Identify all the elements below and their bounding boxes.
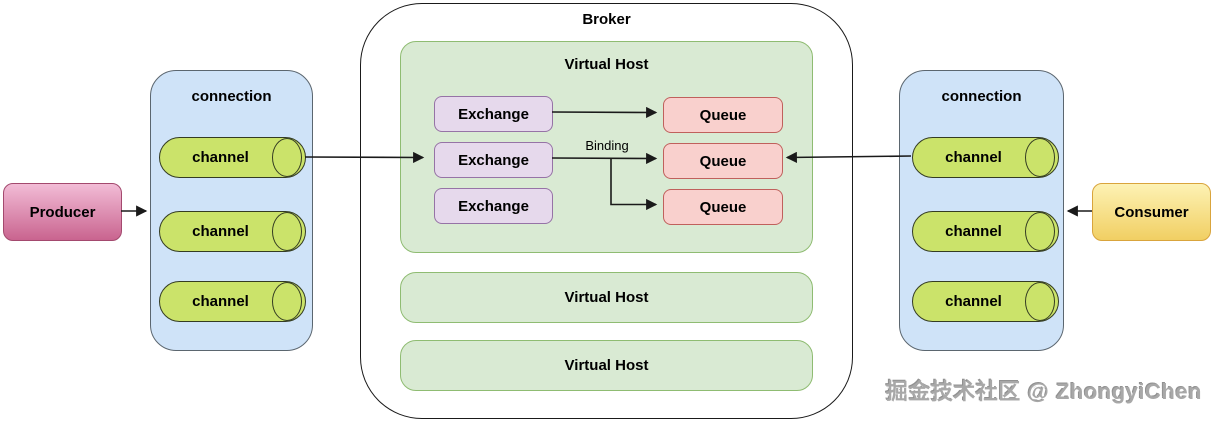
channel-label: channel bbox=[945, 223, 1002, 240]
exchange-label: Exchange bbox=[458, 105, 529, 123]
connection-right: connection channel channel channel bbox=[899, 70, 1064, 351]
virtual-host-label: Virtual Host bbox=[564, 56, 649, 73]
exchange-label: Exchange bbox=[458, 197, 529, 215]
virtual-host-1: Virtual Host Exchange Exchange Exchange … bbox=[400, 41, 813, 253]
exchange-node: Exchange bbox=[434, 142, 553, 178]
channel-cylinder: channel bbox=[159, 137, 306, 178]
broker-container: Broker Virtual Host Exchange Exchange Ex… bbox=[360, 3, 853, 419]
binding-label: Binding bbox=[585, 138, 629, 153]
broker-label: Broker bbox=[582, 11, 631, 28]
channel-cylinder: channel bbox=[912, 137, 1059, 178]
channel-cylinder: channel bbox=[159, 281, 306, 322]
cylinder-cap bbox=[1025, 212, 1055, 251]
cylinder-cap bbox=[1025, 138, 1055, 177]
channel-cylinder: channel bbox=[912, 281, 1059, 322]
exchange-label: Exchange bbox=[458, 151, 529, 169]
watermark-text: 掘金技术社区 @ ZhongyiChen bbox=[885, 379, 1202, 404]
producer-label: Producer bbox=[29, 203, 96, 221]
connection-left: connection channel channel channel bbox=[150, 70, 313, 351]
cylinder-cap bbox=[272, 138, 302, 177]
consumer-label: Consumer bbox=[1114, 203, 1189, 221]
channel-cylinder: channel bbox=[159, 211, 306, 252]
channel-label: channel bbox=[192, 223, 249, 240]
virtual-host-2: Virtual Host bbox=[400, 272, 813, 323]
virtual-host-label: Virtual Host bbox=[564, 289, 649, 306]
cylinder-cap bbox=[1025, 282, 1055, 321]
queue-label: Queue bbox=[699, 198, 747, 216]
channel-label: channel bbox=[945, 149, 1002, 166]
producer-node: Producer bbox=[3, 183, 122, 241]
channel-label: channel bbox=[945, 293, 1002, 310]
virtual-host-3: Virtual Host bbox=[400, 340, 813, 391]
cylinder-cap bbox=[272, 212, 302, 251]
connection-left-label: connection bbox=[191, 88, 272, 105]
virtual-host-label: Virtual Host bbox=[564, 357, 649, 374]
queue-node: Queue bbox=[663, 143, 783, 179]
connection-right-label: connection bbox=[941, 88, 1022, 105]
exchange-node: Exchange bbox=[434, 96, 553, 132]
queue-node: Queue bbox=[663, 189, 783, 225]
exchange-node: Exchange bbox=[434, 188, 553, 224]
queue-label: Queue bbox=[699, 106, 747, 124]
queue-label: Queue bbox=[699, 152, 747, 170]
consumer-node: Consumer bbox=[1092, 183, 1211, 241]
cylinder-cap bbox=[272, 282, 302, 321]
channel-label: channel bbox=[192, 293, 249, 310]
channel-cylinder: channel bbox=[912, 211, 1059, 252]
queue-node: Queue bbox=[663, 97, 783, 133]
channel-label: channel bbox=[192, 149, 249, 166]
